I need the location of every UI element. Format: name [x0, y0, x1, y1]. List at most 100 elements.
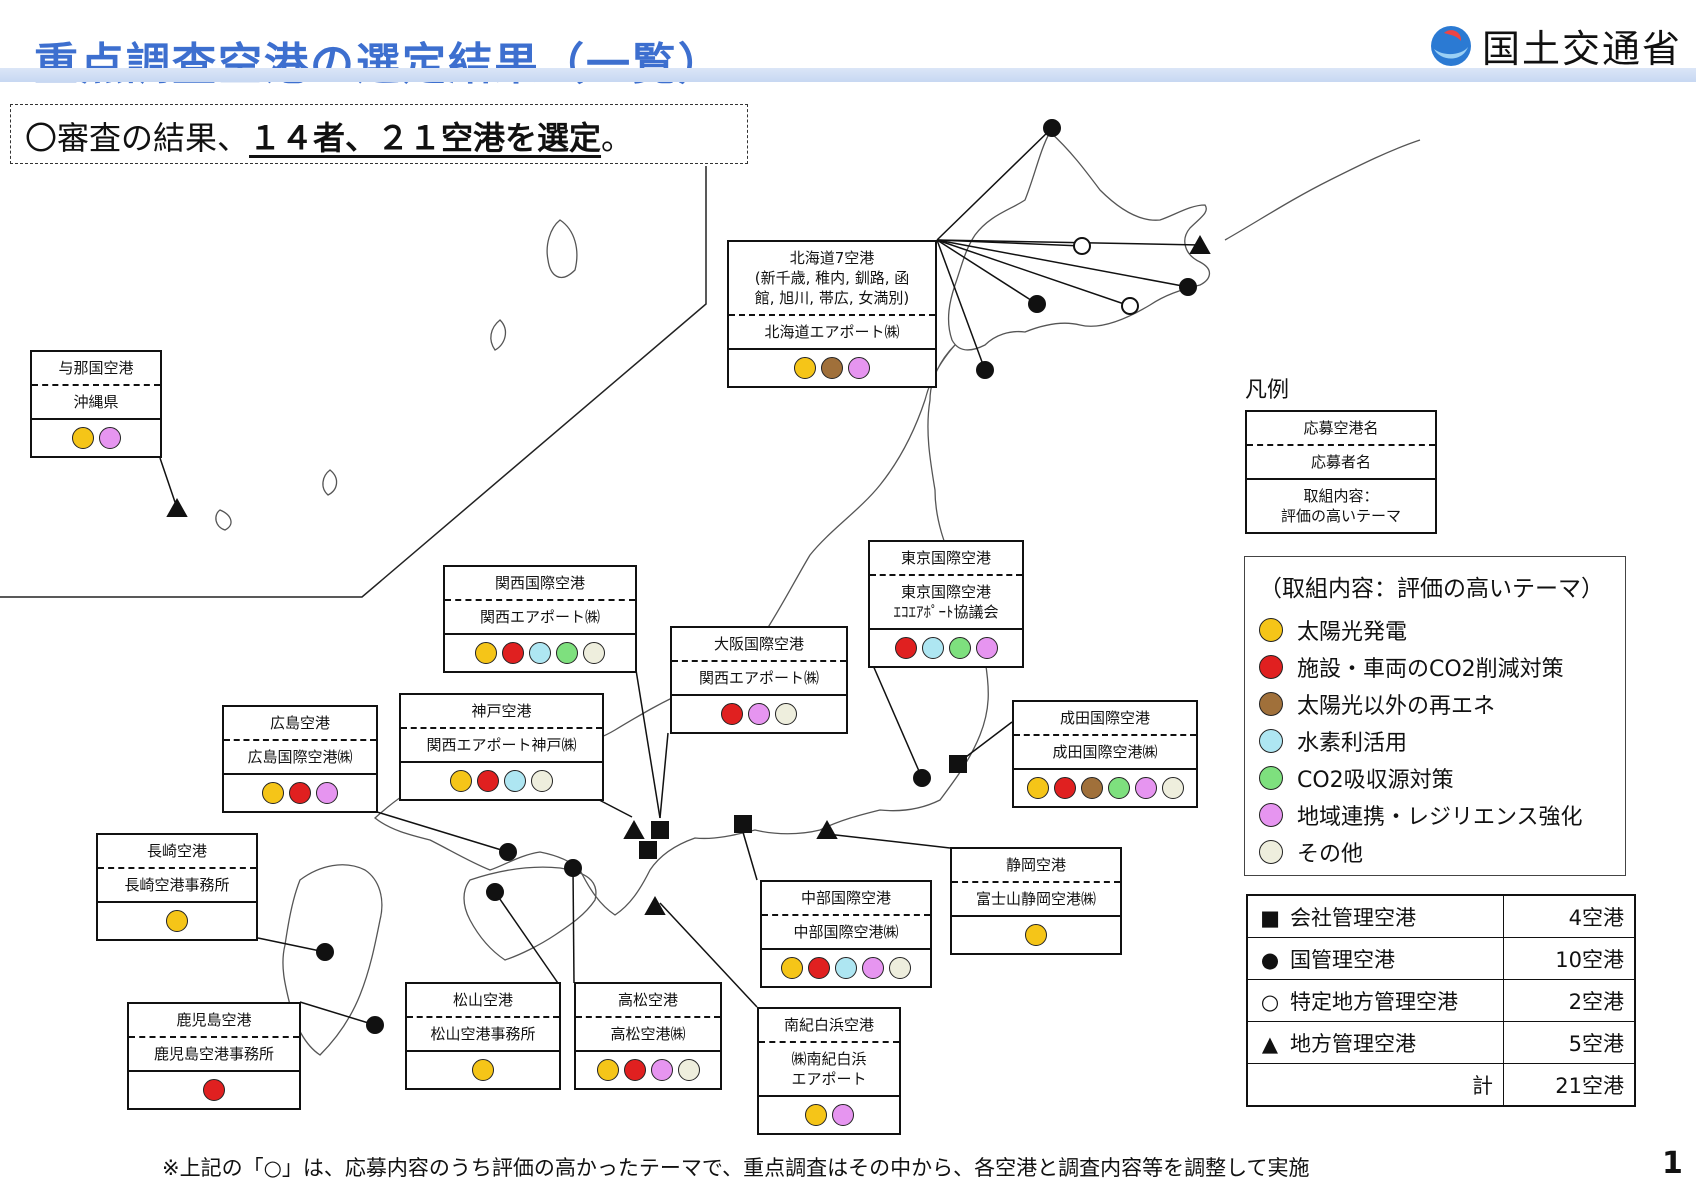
theme-dot-renewable_other [821, 357, 843, 379]
theme-dot-co2_vehicle [502, 642, 524, 664]
page-number: 1 [1662, 1146, 1683, 1181]
airport-box-takamatsu: 高松空港 高松空港㈱ [574, 982, 722, 1090]
theme-dot-co2_vehicle [289, 782, 311, 804]
theme-dot-other [677, 1059, 700, 1081]
airport-org: 沖縄県 [32, 386, 160, 420]
legend-label: 凡例 [1245, 378, 1290, 403]
airport-name: 成田国際空港 [1014, 702, 1196, 736]
theme-dots [870, 630, 1022, 666]
total-count: 21空港 [1503, 1063, 1636, 1107]
airport-name: 神戸空港 [401, 695, 602, 729]
theme-dot-hydrogen [529, 642, 551, 664]
airport-detail: (新千歳, 稚内, 釧路, 函 [754, 269, 910, 287]
page-title: 重点調査空港の選定結果（一覧） [34, 39, 724, 90]
theme-dot-regional [98, 427, 121, 449]
airport-type-symbol: ○ [1260, 989, 1280, 1014]
theme-dots [129, 1072, 299, 1108]
ministry-name: 国土交通省 [1481, 27, 1682, 71]
airport-type-count: 2空港 [1503, 979, 1636, 1022]
theme-dot-co2_vehicle [623, 1059, 646, 1081]
airport-box-hokkaido: 北海道7空港 (新千歳, 稚内, 釧路, 函館, 旭川, 帯広, 女満別) 北海道… [727, 240, 937, 388]
airport-name: 中部国際空港 [762, 882, 930, 916]
theme-legend-label: 太陽光以外の再エネ [1297, 693, 1496, 719]
airport-org: 高松空港㈱ [576, 1018, 720, 1052]
theme-dot-solar [1025, 924, 1047, 946]
theme-legend-label: その他 [1297, 841, 1364, 867]
theme-dots [401, 763, 602, 799]
theme-legend-item: 太陽光発電 [1259, 611, 1611, 648]
theme-dot-renewable_other [1080, 777, 1103, 799]
theme-dot-co2_vehicle [808, 957, 830, 979]
total-row: 計 21空港 [1246, 1063, 1636, 1107]
theme-dots [576, 1052, 720, 1088]
legend-sample-name: 応募空港名 [1247, 412, 1435, 446]
theme-dots [762, 950, 930, 986]
theme-dot-solar [166, 910, 188, 932]
airport-org: 長崎空港事務所 [98, 869, 256, 903]
airport-box-kansai: 関西国際空港 関西エアポート㈱ [443, 565, 637, 673]
airport-org: 成田国際空港㈱ [1014, 736, 1196, 770]
legend-sample-content: 評価の高いテーマ [1280, 507, 1401, 525]
theme-legend: （取組内容：評価の高いテーマ） 太陽光発電施設・車両のCO2削減対策太陽光以外の… [1244, 556, 1626, 876]
airport-name: 広島空港 [224, 707, 376, 741]
theme-dot-solar [1259, 617, 1283, 642]
theme-dot-other [1259, 839, 1283, 864]
legend-sample-box: 応募空港名 応募者名 取組内容：評価の高いテーマ [1245, 410, 1437, 534]
theme-dot-solar [794, 357, 816, 379]
theme-legend-item: CO2吸収源対策 [1259, 759, 1611, 796]
airport-box-kagoshima: 鹿児島空港 鹿児島空港事務所 [127, 1002, 301, 1110]
airport-box-narita: 成田国際空港 成田国際空港㈱ [1012, 700, 1198, 808]
theme-dot-hydrogen [504, 770, 526, 792]
airport-box-shizuoka: 静岡空港 富士山静岡空港㈱ [950, 847, 1122, 955]
theme-legend-item: その他 [1259, 833, 1611, 870]
airport-org: エアポート [791, 1070, 867, 1088]
airport-box-matsuyama: 松山空港 松山空港事務所 [405, 982, 561, 1090]
theme-dot-regional [1259, 802, 1283, 827]
airport-org: 富士山静岡空港㈱ [952, 883, 1120, 917]
airport-name: 南紀白浜空港 [759, 1009, 899, 1043]
airport-org: ㈱南紀白浜 [791, 1050, 867, 1068]
theme-legend-header: （取組内容：評価の高いテーマ） [1259, 576, 1604, 602]
theme-dot-solar [804, 1104, 827, 1126]
airport-name: 静岡空港 [952, 849, 1120, 883]
theme-dots [407, 1052, 559, 1088]
theme-legend-label: CO2吸収源対策 [1297, 767, 1454, 793]
airport-name: 関西国際空港 [445, 567, 635, 601]
airport-detail: 館, 旭川, 帯広, 女満別) [754, 289, 910, 307]
theme-dot-co2_absorb [556, 642, 578, 664]
theme-dot-regional [316, 782, 338, 804]
airport-type-count: 4空港 [1503, 894, 1636, 938]
airport-name: 北海道7空港 [789, 249, 875, 267]
theme-dot-other [775, 703, 797, 725]
airport-org: 松山空港事務所 [407, 1018, 559, 1052]
ministry-logo: 国土交通省 [1428, 18, 1682, 73]
airport-org: 関西エアポート神戸㈱ [401, 729, 602, 763]
airport-name: 松山空港 [407, 984, 559, 1018]
theme-legend-label: 施設・車両のCO2削減対策 [1297, 656, 1564, 682]
airport-org: 北海道エアポート㈱ [729, 316, 935, 350]
airport-marker-national [1043, 119, 1061, 137]
theme-dots [445, 635, 635, 671]
theme-dots [224, 775, 376, 811]
theme-dot-co2_vehicle [721, 703, 743, 725]
theme-dot-other [583, 642, 605, 664]
theme-dot-co2_vehicle [1053, 777, 1076, 799]
theme-dot-solar [475, 642, 497, 664]
theme-dot-solar [450, 770, 472, 792]
theme-dot-other [1161, 777, 1184, 799]
airport-type-symbol: ● [1260, 947, 1280, 972]
airport-type-symbol: ■ [1260, 905, 1280, 930]
theme-legend-item: 水素利活用 [1259, 722, 1611, 759]
summary-box: 〇審査の結果、１４者、２１空港を選定。 [10, 104, 748, 164]
theme-dot-regional [1134, 777, 1157, 799]
airport-name: 大阪国際空港 [672, 628, 846, 662]
airport-org: 広島国際空港㈱ [224, 741, 376, 775]
theme-dot-solar [1026, 777, 1049, 799]
theme-dot-solar [71, 427, 94, 449]
mlit-emblem-icon [1430, 25, 1471, 66]
